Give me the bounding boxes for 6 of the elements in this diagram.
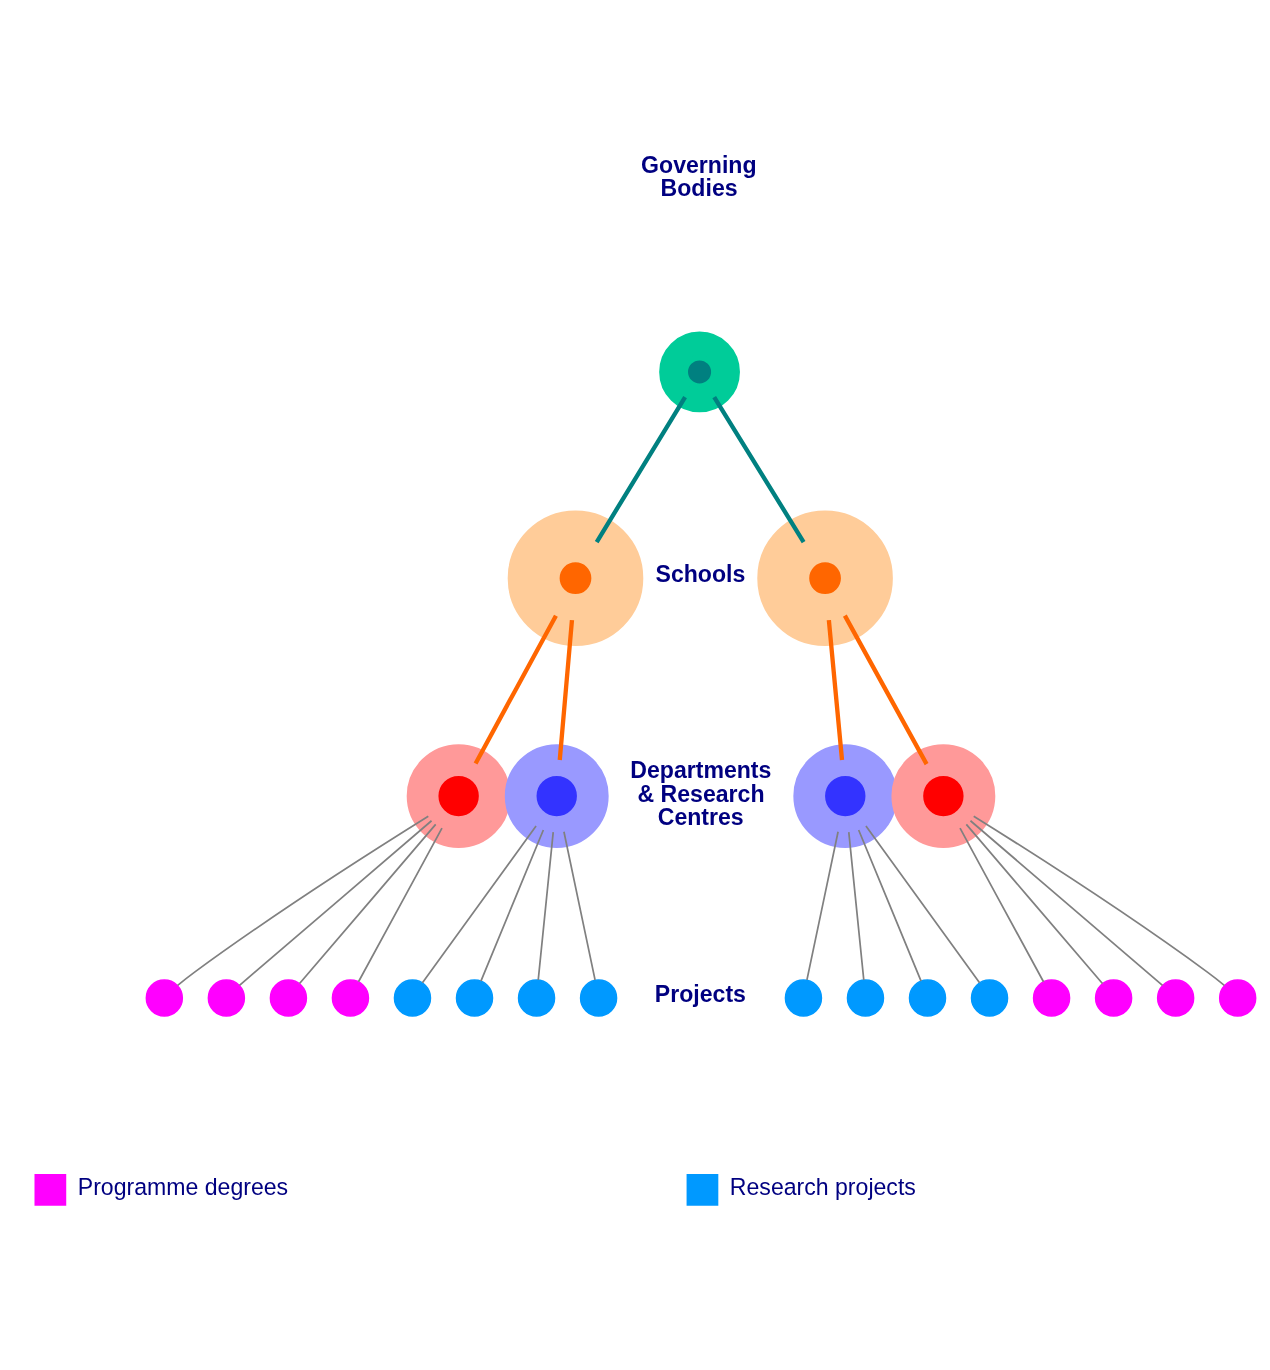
label: Schools: [655, 561, 746, 588]
legend-label: Programme degrees: [77, 1174, 289, 1201]
legend-label: Research projects: [729, 1174, 916, 1201]
label: Governing Bodies: [641, 151, 757, 201]
label: Projects: [654, 981, 746, 1008]
label: Departments & Research Centres: [630, 757, 772, 830]
